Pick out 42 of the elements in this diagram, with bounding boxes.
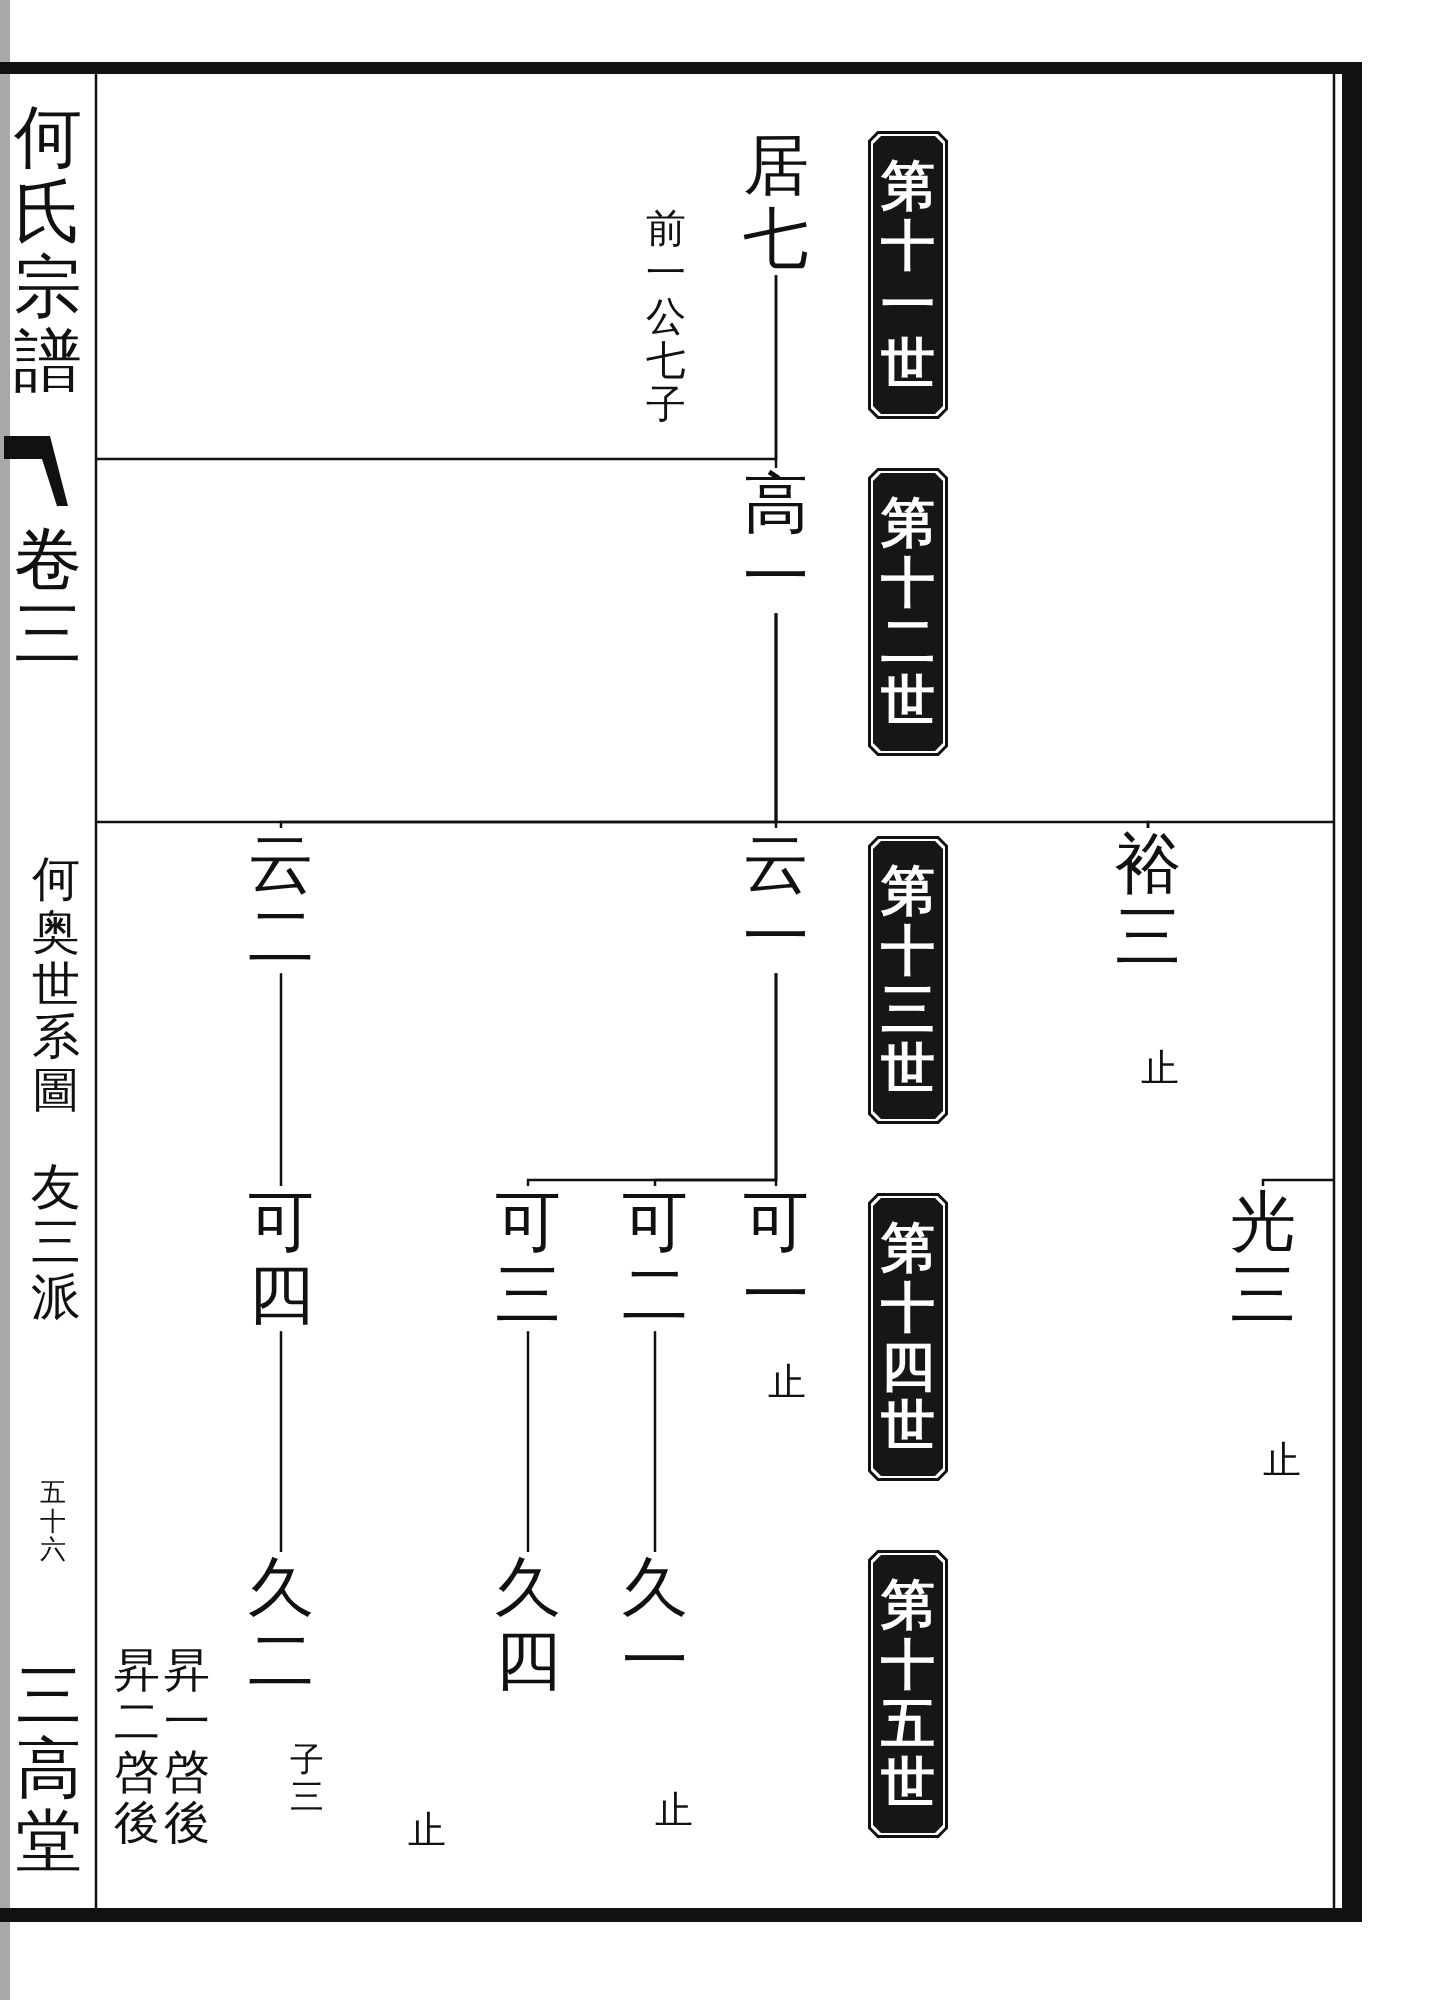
annotation-text: 子三 xyxy=(290,1741,324,1816)
person-name: 久四 xyxy=(495,1552,561,1698)
lineage-line xyxy=(1261,1178,1333,1186)
lineage-line xyxy=(526,1331,530,1552)
annotation-text: 止 xyxy=(655,1790,693,1832)
hall-name: 三高堂 xyxy=(16,1660,82,1878)
annotation-text: 前一公七子 xyxy=(646,206,686,426)
lineage-line xyxy=(279,973,283,1186)
chart-title: 何奥世系圖 xyxy=(32,852,80,1116)
person-name: 可一 xyxy=(743,1186,809,1332)
person-name: 居七 xyxy=(743,130,809,276)
generation-cartouche: 第十一世 xyxy=(868,131,948,419)
lineage-line xyxy=(96,275,778,461)
book-title: 何氏宗譜 xyxy=(14,100,82,400)
generation-cartouche: 第十五世 xyxy=(868,1550,948,1838)
annotation-text: 止 xyxy=(1263,1440,1301,1482)
person-name: 裕三 xyxy=(1115,828,1181,974)
annotation-text: 止 xyxy=(408,1810,446,1852)
person-name: 久一 xyxy=(622,1552,688,1698)
lineage-line xyxy=(653,1331,657,1552)
generation-cartouche: 第十四世 xyxy=(868,1193,948,1481)
generation-cartouche: 第十二世 xyxy=(868,468,948,756)
lineage-line xyxy=(526,973,778,1186)
person-name: 光三 xyxy=(1230,1186,1296,1332)
person-name: 云二 xyxy=(248,828,314,974)
annotation-text: 止 xyxy=(768,1362,806,1404)
annotation-text: 昇一啓後 xyxy=(164,1645,210,1848)
volume-number: 卷三 xyxy=(14,522,82,672)
branch-name: 友三派 xyxy=(31,1160,81,1325)
person-name: 可二 xyxy=(622,1186,688,1332)
annotation-text: 昇二啓後 xyxy=(114,1645,160,1848)
person-name: 可三 xyxy=(495,1186,561,1332)
lineage-line xyxy=(279,1331,283,1552)
person-name: 可四 xyxy=(248,1186,314,1332)
lineage-line xyxy=(96,613,778,824)
page-number: 五十六 xyxy=(40,1478,66,1564)
annotation-text: 止 xyxy=(1141,1048,1179,1090)
generation-cartouche: 第十三世 xyxy=(868,836,948,1124)
person-name: 高一 xyxy=(743,468,809,614)
lineage-line xyxy=(1146,820,1333,828)
person-name: 云一 xyxy=(743,828,809,974)
person-name: 久二 xyxy=(248,1552,314,1698)
